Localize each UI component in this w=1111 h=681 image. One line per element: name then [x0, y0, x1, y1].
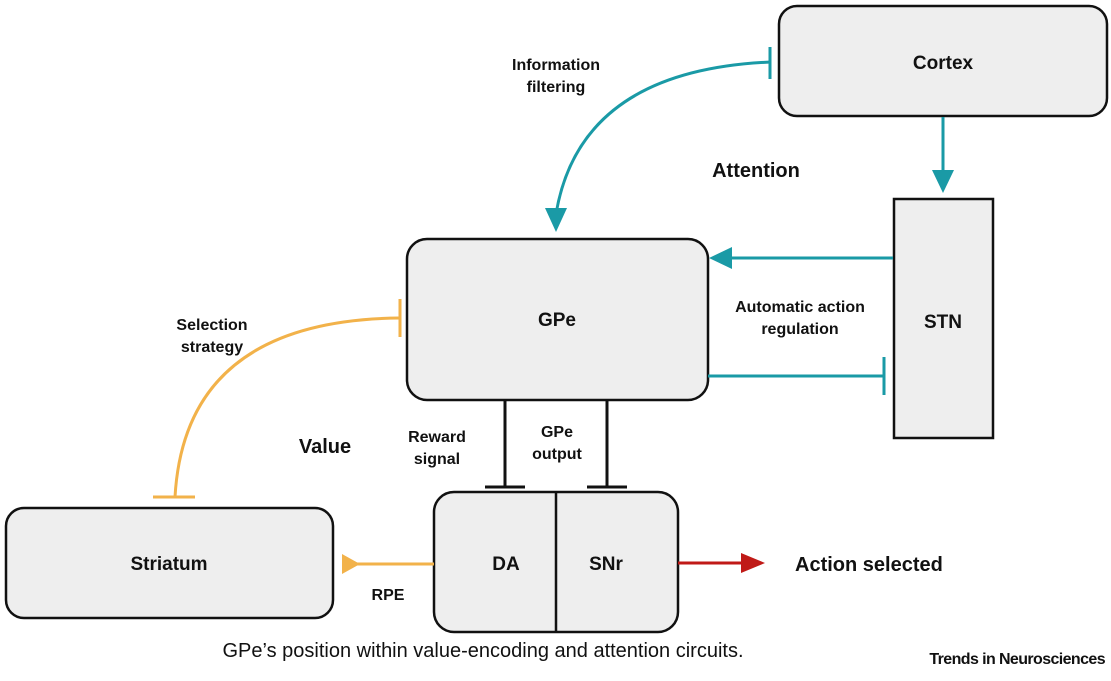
automatic-action-regulation-label-line1: Automatic action [735, 299, 865, 316]
striatum-node: Striatum [4, 506, 335, 620]
da-snr-node: DA SNr [432, 490, 680, 634]
gpe-output-label-line1: GPe [541, 424, 573, 441]
gpe-node: GPe [405, 237, 710, 402]
da-label: DA [492, 554, 520, 575]
cortex-stn-arrowhead [932, 170, 954, 193]
information-filtering-connection [545, 47, 772, 232]
gpe-label: GPe [538, 310, 576, 331]
figure-caption: GPe’s position within value-encoding and… [222, 640, 743, 662]
selection-strategy-label-line2: strategy [181, 339, 243, 356]
value-label: Value [299, 436, 351, 458]
gpe-stn-connection [708, 357, 886, 395]
journal-brand: Trends in Neurosciences [929, 651, 1105, 668]
action-selected-arrowhead [741, 553, 765, 573]
stn-gpe-connection [709, 247, 893, 269]
striatum-label: Striatum [130, 554, 207, 575]
reward-signal-label-line1: Reward [408, 429, 466, 446]
stn-label: STN [924, 312, 962, 333]
reward-signal-connection [485, 400, 525, 489]
action-selected-connection [678, 553, 765, 573]
attention-label: Attention [712, 160, 800, 182]
snr-label: SNr [589, 554, 623, 575]
selection-strategy-label-line1: Selection [176, 317, 247, 334]
gpe-output-connection [587, 400, 627, 489]
reward-signal-label-line2: signal [414, 451, 460, 468]
cortex-stn-connection [932, 117, 954, 193]
information-filtering-arrowhead [545, 208, 567, 232]
cortex-label: Cortex [913, 53, 974, 74]
rpe-label: RPE [372, 587, 405, 604]
selection-strategy-connection [153, 299, 402, 499]
information-filtering-label-line1: Information [512, 57, 600, 74]
information-filtering-label-line2: filtering [527, 79, 586, 96]
rpe-connection [342, 554, 434, 574]
rpe-arrowhead [342, 554, 360, 574]
gpe-output-label-line2: output [532, 446, 582, 463]
action-selected-label: Action selected [795, 554, 943, 576]
cortex-node: Cortex [777, 4, 1109, 118]
automatic-action-regulation-label-line2: regulation [761, 321, 838, 338]
stn-gpe-arrowhead [709, 247, 732, 269]
stn-node: STN [892, 197, 995, 440]
